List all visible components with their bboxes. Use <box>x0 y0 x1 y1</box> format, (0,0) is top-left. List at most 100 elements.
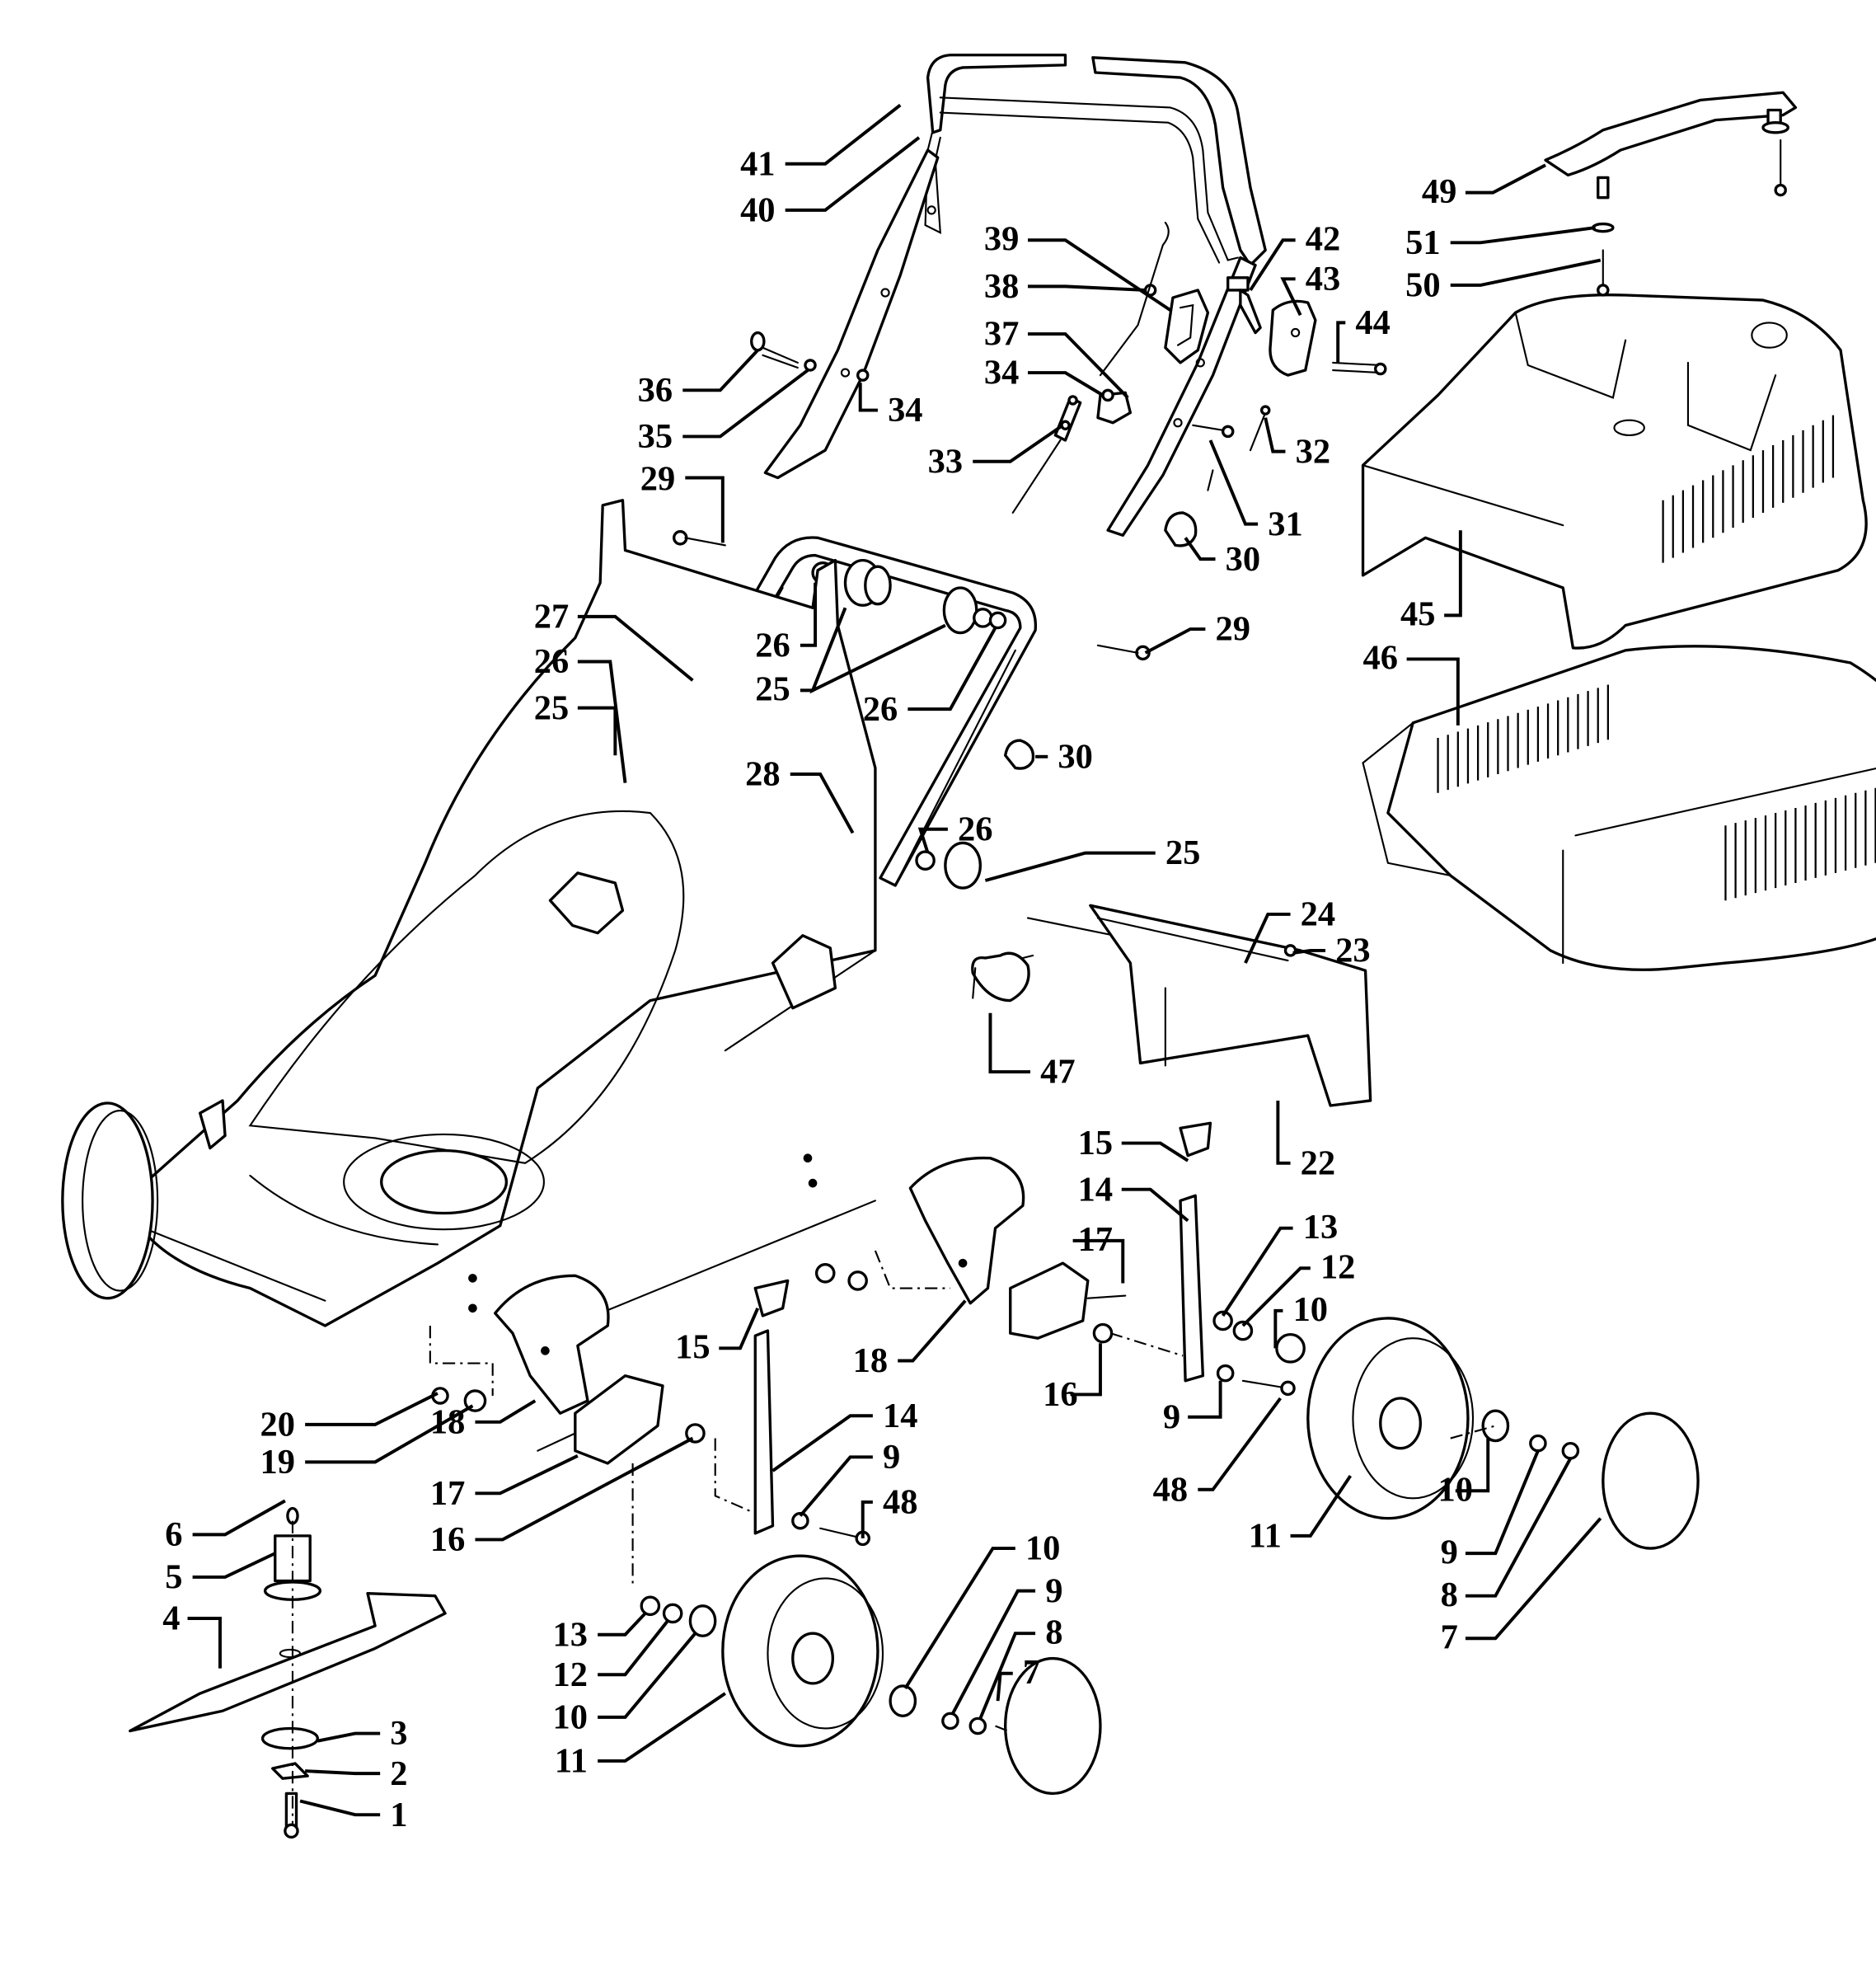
callout-leader-line <box>1198 1397 1282 1491</box>
callout-number: 26 <box>534 642 569 681</box>
callout-number: 30 <box>1226 540 1260 579</box>
callout-49: 49 <box>1422 163 1546 211</box>
callout-11: 11 <box>1249 1474 1353 1556</box>
callout-11: 11 <box>555 1692 726 1781</box>
callout-leader-line <box>1121 1141 1189 1162</box>
callout-number: 9 <box>1045 1571 1062 1610</box>
callout-leader-line <box>917 827 948 854</box>
callout-number: 50 <box>1405 266 1440 305</box>
callout-leader-line <box>973 424 1064 463</box>
callout-leader-line <box>305 1392 439 1426</box>
callout-number: 49 <box>1422 172 1456 211</box>
callout-9: 9 <box>799 1438 900 1517</box>
callout-leader-line <box>799 1455 873 1517</box>
callout-number: 42 <box>1306 219 1340 258</box>
callout-leader-line <box>1221 1226 1293 1317</box>
callout-number: 11 <box>1249 1517 1282 1556</box>
callout-22: 22 <box>1276 1100 1335 1182</box>
callout-number: 26 <box>958 810 992 848</box>
callout-leader-line <box>1450 226 1596 245</box>
callout-42: 42 <box>1249 219 1340 292</box>
catcher-bottom-grille <box>1437 684 1876 901</box>
callout-leader-line <box>1450 258 1602 287</box>
callout-12: 12 <box>553 1619 669 1694</box>
callout-26: 26 <box>534 642 627 783</box>
callout-number: 47 <box>1040 1053 1075 1092</box>
callout-number: 23 <box>1335 932 1370 970</box>
screw-31 <box>1192 405 1271 491</box>
callout-leader-line <box>772 1414 873 1472</box>
callout-number: 29 <box>640 460 675 499</box>
assembly-center-lines <box>429 1250 1496 1732</box>
cable-clip <box>1003 511 1198 770</box>
callout-leader-line <box>1273 1308 1283 1349</box>
callout-9: 9 <box>1441 1449 1540 1571</box>
callout-leader-line <box>1027 332 1129 399</box>
callout-number: 33 <box>928 442 963 481</box>
callout-5: 5 <box>165 1552 276 1597</box>
callout-number: 13 <box>1303 1208 1338 1247</box>
callout-leader-line <box>861 1500 873 1538</box>
callout-number: 17 <box>1078 1220 1113 1259</box>
callout-35: 35 <box>638 369 809 456</box>
callout-number: 13 <box>553 1615 588 1654</box>
nuts-washers <box>431 1263 1306 1547</box>
callout-leader-line <box>1280 277 1302 317</box>
callout-43: 43 <box>1280 260 1340 317</box>
callout-leader-line <box>1292 948 1326 955</box>
callout-number: 16 <box>430 1520 465 1559</box>
callout-leader-line <box>951 1589 1036 1715</box>
callout-8: 8 <box>978 1613 1062 1720</box>
callout-4: 4 <box>162 1599 222 1669</box>
callout-1: 1 <box>299 1796 408 1834</box>
callout-number: 11 <box>555 1742 588 1781</box>
callout-number: 44 <box>1355 303 1390 342</box>
callout-number: 10 <box>553 1698 588 1736</box>
callout-number: 18 <box>430 1402 465 1441</box>
callout-number: 25 <box>755 670 790 709</box>
callout-number: 26 <box>755 626 790 665</box>
callout-leader-line <box>1465 1457 1573 1598</box>
callout-number: 31 <box>1268 505 1302 543</box>
callout-leader-line <box>898 1299 967 1363</box>
callout-10: 10 <box>1438 1438 1490 1509</box>
callout-leader-line <box>475 1454 579 1496</box>
callout-26: 26 <box>755 582 818 665</box>
callout-10: 10 <box>903 1529 1060 1689</box>
callout-2: 2 <box>305 1754 408 1793</box>
callout-leader-line <box>1336 321 1346 363</box>
callout-31: 31 <box>1208 439 1303 543</box>
callout-34: 34 <box>858 383 923 430</box>
callout-number: 2 <box>390 1754 407 1793</box>
callout-number: 7 <box>1441 1618 1458 1656</box>
callout-leader-line <box>187 1617 222 1669</box>
callout-number: 26 <box>863 690 898 729</box>
callout-33: 33 <box>928 424 1064 481</box>
callout-leader-line <box>192 1499 286 1537</box>
callout-37: 37 <box>984 315 1129 399</box>
callout-number: 10 <box>1025 1529 1060 1568</box>
callout-leader-line <box>719 1307 760 1350</box>
callout-48: 48 <box>861 1483 917 1538</box>
callout-leader-line <box>785 136 921 212</box>
callout-leader-line <box>1184 537 1216 561</box>
callout-27: 27 <box>534 598 694 682</box>
catcher-handle <box>1544 91 1798 297</box>
callout-38: 38 <box>984 267 1146 306</box>
callout-leader-line <box>1144 627 1206 655</box>
callout-leader-line <box>475 1399 537 1424</box>
mower-deck <box>124 499 877 1327</box>
callout-number: 9 <box>1441 1533 1458 1571</box>
callout-leader-line <box>299 1799 381 1817</box>
callout-number: 14 <box>1078 1170 1113 1209</box>
switch-lever <box>1226 276 1262 335</box>
switch-bar <box>763 148 940 480</box>
callout-number: 28 <box>745 755 780 794</box>
callout-28: 28 <box>745 755 855 834</box>
callout-number: 34 <box>984 354 1019 392</box>
callout-leader-line <box>192 1552 276 1579</box>
callout-7: 7 <box>1441 1517 1602 1656</box>
callout-leader-line <box>978 1632 1036 1720</box>
callout-number: 46 <box>1363 639 1398 678</box>
blade-assembly <box>129 1506 447 1839</box>
